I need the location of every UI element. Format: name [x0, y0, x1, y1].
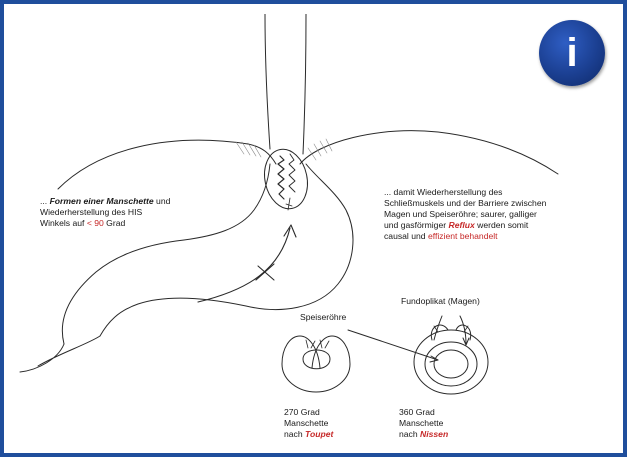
esophagus-pointer — [348, 330, 438, 360]
label-esophagus: Speiseröhre — [300, 312, 346, 323]
left-annotation-line-3: Winkels auf < 90 Grad — [40, 218, 240, 229]
right-annotation: ... damit Wiederherstellung des Schließm… — [384, 187, 609, 242]
esophagus-left-wall — [265, 14, 270, 149]
info-glyph: i — [566, 31, 577, 76]
angle-value: < 90 — [87, 218, 104, 228]
left-annotation-line-1: ... Formen einer Manschette und — [40, 196, 240, 207]
right-annotation-line-4: und gasförmiger Reflux werden somit — [384, 220, 609, 231]
manschette-emphasis: Formen einer Manschette — [50, 196, 154, 206]
info-icon[interactable]: i — [539, 20, 605, 86]
right-annotation-line-3: Magen und Speiseröhre; saurer, galliger — [384, 209, 609, 220]
duodenum — [20, 336, 100, 372]
right-annotation-line-2: Schließmuskels und der Barriere zwischen — [384, 198, 609, 209]
esophagus-right-wall — [303, 14, 306, 154]
toupet-cross-section — [282, 336, 350, 392]
x-mark — [256, 264, 274, 280]
caption-nissen: 360 Grad Manschette nach Nissen — [399, 407, 479, 440]
label-fundoplication: Fundoplikat (Magen) — [401, 296, 480, 307]
fundoplication-pointer — [460, 316, 466, 344]
effizient-emphasis: effizient behandelt — [428, 231, 498, 241]
stomach-inner — [62, 164, 270, 344]
his-angle-arrow — [198, 228, 290, 302]
reflux-emphasis: Reflux — [449, 220, 475, 230]
diaphragm-left — [58, 140, 276, 189]
toupet-name: Toupet — [305, 429, 333, 439]
right-annotation-line-1: ... damit Wiederherstellung des — [384, 187, 609, 198]
left-annotation: ... Formen einer Manschette und Wiederhe… — [40, 196, 240, 229]
left-annotation-line-2: Wiederherstellung des HIS — [40, 207, 240, 218]
caption-toupet: 270 Grad Manschette nach Toupet — [284, 407, 364, 440]
right-annotation-line-5: causal und effizient behandelt — [384, 231, 609, 242]
nissen-name: Nissen — [420, 429, 448, 439]
nissen-cross-section — [414, 325, 488, 394]
diaphragm-right — [300, 131, 558, 174]
